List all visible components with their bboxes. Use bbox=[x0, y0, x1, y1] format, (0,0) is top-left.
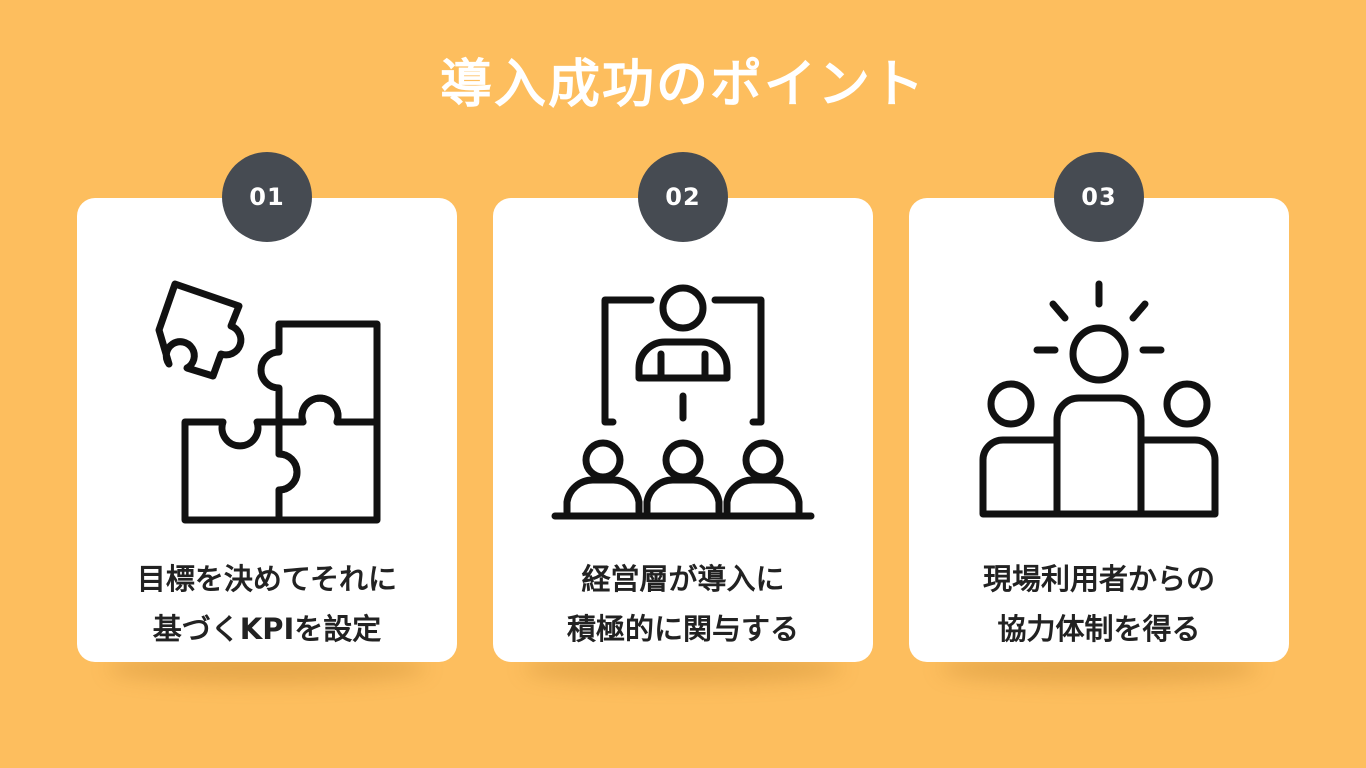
caption-line-1: 経営層が導入に bbox=[581, 562, 785, 596]
caption-line-1: 現場利用者からの bbox=[982, 562, 1215, 596]
number-badge: 01 bbox=[222, 152, 312, 242]
puzzle-icon bbox=[127, 270, 407, 530]
card-body: 01 目標を決めてそれに 基づくKPIを設定 bbox=[77, 152, 457, 662]
page-title: 導入成功のポイント bbox=[439, 55, 926, 115]
card-caption: 現場利用者からの 協力体制を得る bbox=[909, 554, 1289, 654]
team-collaboration-icon bbox=[959, 270, 1239, 530]
caption-line-2: 基づくKPIを設定 bbox=[152, 612, 382, 646]
card-body: 03 現場利用者からの 協力体制を得る bbox=[909, 152, 1289, 662]
point-card-02: 02 bbox=[493, 152, 873, 683]
card-body: 02 bbox=[493, 152, 873, 662]
leadership-hierarchy-icon bbox=[543, 270, 823, 530]
number-badge: 02 bbox=[638, 152, 728, 242]
point-card-03: 03 現場利用者からの 協力体制を得る bbox=[909, 152, 1289, 683]
number-badge: 03 bbox=[1054, 152, 1144, 242]
point-card-01: 01 目標を決めてそれに 基づくKPIを設定 bbox=[77, 152, 457, 683]
card-caption: 経営層が導入に 積極的に関与する bbox=[493, 554, 873, 654]
card-caption: 目標を決めてそれに 基づくKPIを設定 bbox=[77, 554, 457, 654]
caption-line-2: 積極的に関与する bbox=[566, 612, 799, 646]
caption-line-2: 協力体制を得る bbox=[997, 612, 1201, 646]
caption-line-1: 目標を決めてそれに bbox=[136, 562, 398, 596]
